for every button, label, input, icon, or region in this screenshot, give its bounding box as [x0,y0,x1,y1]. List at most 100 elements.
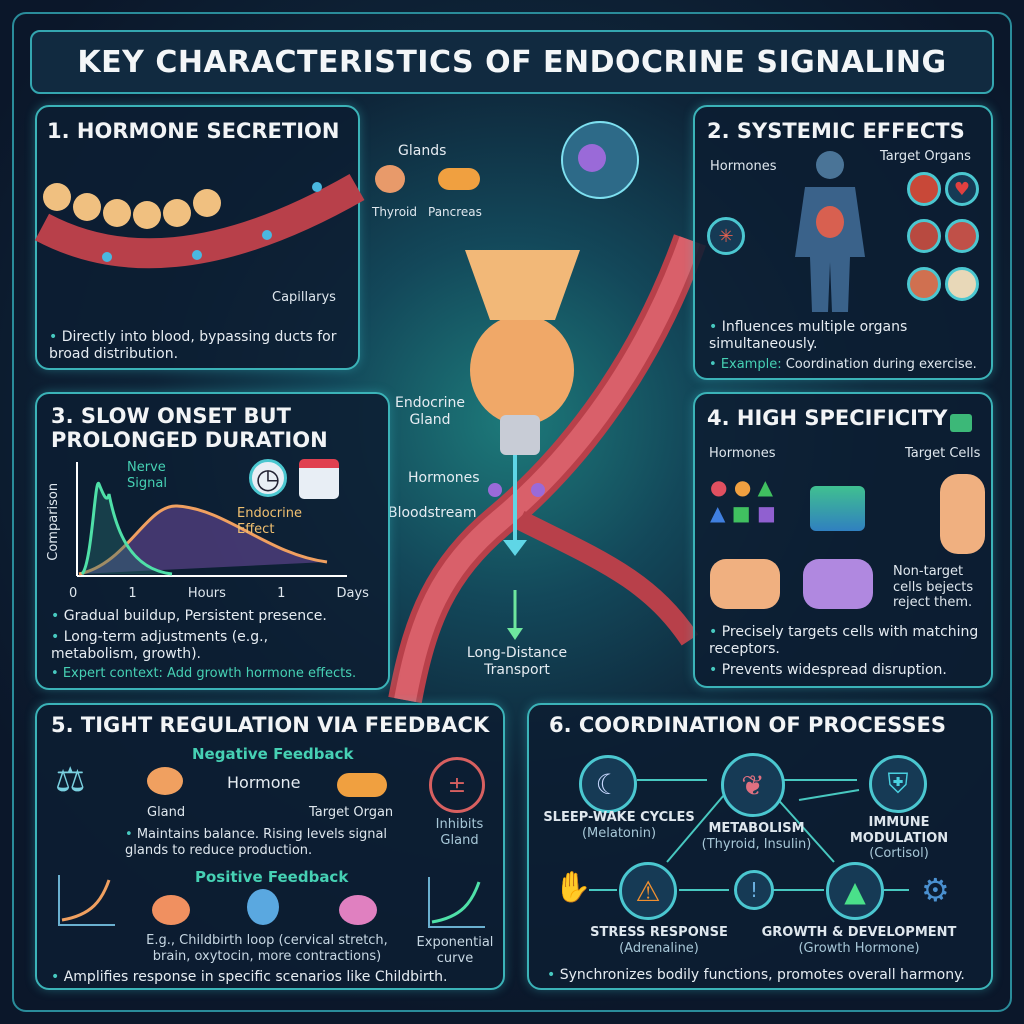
legend-nerve-signal: Nerve Signal [127,460,167,491]
lock-icon [950,414,972,432]
brain-icon [152,895,190,925]
panel-hormone-secretion: 1. HORMONE SECRETION Capillarys Directly… [34,105,365,370]
exponential-label: Exponential curve [416,935,494,966]
expert-context: Expert context: Add growth hormone effec… [51,666,356,682]
page-title: KEY CHARACTERISTICS OF ENDOCRINE SIGNALI… [30,30,994,94]
thyroid-metabolism-icon: ❦ [721,753,785,817]
glands-label: Glands [398,143,447,159]
hormones-label: Hormones [710,159,777,174]
hormone-shapes: ● ● ▲▲ ■ ■ [710,475,776,525]
panel-slow-onset: 3. SLOW ONSET BUT PROLONGED DURATION Com… [35,392,390,690]
bone-icon [945,267,979,301]
positive-feedback-label: Positive Feedback [195,868,349,886]
legend-endocrine-effect: Endocrine Effect [237,506,302,537]
hormone-label: Hormone [227,773,301,792]
node-growth: GROWTH & DEVELOPMENT(Growth Hormone) [761,925,957,956]
node-sleep: SLEEP-WAKE CYCLES(Melatonin) [543,810,695,841]
node-stress: STRESS RESPONSE(Adrenaline) [590,925,728,956]
exponential-curve-icon [428,877,485,928]
clock-icon: ◷ [249,459,287,497]
nontarget-cell-icon [803,559,873,609]
plus-minus-icon: ± [429,757,485,813]
cell-icon [710,559,780,609]
hormones-label: Hormones [709,446,776,461]
bullet: Influences multiple organs simultaneousl… [709,319,969,353]
tick: 1 [277,586,286,601]
nontarget-label: Non-target cells bejects reject them. [893,564,974,611]
thyroid-gland-icon [470,315,574,425]
padlock-icon [810,486,865,531]
node-metabolism: METABOLISM(Thyroid, Insulin) [701,821,812,852]
panel-coordination: 6. COORDINATION OF PROCESSES ☾ ❦ ⛨ ⚠ ! ▲… [527,703,993,990]
capillarys-label: Capillarys [272,290,336,305]
bloodstream-label: Bloodstream [388,505,477,521]
brain-icon [339,895,377,925]
panel-heading: 3. SLOW ONSET BUT PROLONGED DURATION [51,404,328,453]
outer-frame [12,12,1012,1012]
head-icon [247,889,279,925]
shield-icon: ⛨ [869,755,927,813]
y-axis-label: Comparison [46,482,62,561]
bullet: Synchronizes bodily functions, promotes … [547,967,965,984]
panel-feedback: 5. TIGHT REGULATION VIA FEEDBACK Negativ… [35,703,505,990]
inhibits-label: Inhibits Gland [435,817,484,848]
muscle-icon [907,219,941,253]
panel-heading: 6. COORDINATION OF PROCESSES [549,713,946,737]
tick: Hours [187,586,226,601]
balance-scale-icon: ⚖ [55,760,86,800]
panel-heading: 4. HIGH SPECIFICITY [707,406,948,430]
bullet: Gradual buildup, Persistent presence. [51,608,327,625]
coordination-arrows [589,779,909,891]
endocrine-gland-label: Endocrine Gland [395,395,465,428]
target-cells-label: Target Cells [905,446,981,461]
gland-label: Gland [147,805,186,820]
tick: 0 [69,586,78,601]
panel-heading: 1. HORMONE SECRETION [47,119,340,143]
bullet: Directly into blood, bypassing ducts for… [49,329,339,363]
growth-chart-icon: ▲ [826,862,884,920]
heart-icon: ♥ [945,172,979,206]
target-organ-label: Target Organ [309,805,394,820]
long-distance-label: Long-Distance Transport [466,645,568,678]
bullet: Amplifies response in specific scenarios… [51,969,448,986]
negative-feedback-label: Negative Feedback [192,745,354,763]
target-organs-label: Target Organs [880,149,971,164]
vessel-branch [515,511,699,646]
bullet: Precisely targets cells with matching re… [709,624,979,658]
node-immune: IMMUNE MODULATION(Cortisol) [849,815,949,862]
endocrine-effect-curve [78,504,328,576]
onset-duration-chart [76,462,347,577]
x-axis-ticks: 0 1 Hours 1 Days [69,586,369,602]
calendar-icon [299,459,339,499]
hormones-label: Hormones [408,470,480,486]
bullet: Prevents widespread disruption. [709,662,947,679]
arrow-down-icon [503,540,527,556]
pancreas-label: Pancreas [428,205,482,219]
organ-icon [907,172,941,206]
human-body-icon [795,151,865,312]
panel-heading: 2. SYSTEMIC EFFECTS [707,119,965,143]
kidney-icon [945,219,979,253]
panel-heading: 5. TIGHT REGULATION VIA FEEDBACK [51,713,490,737]
bullet: Maintains balance. Rising levels signal … [125,827,395,858]
warning-icon: ⚠ [619,862,677,920]
stomach-icon [907,267,941,301]
panel-systemic-effects: 2. SYSTEMIC EFFECTS Hormones Target Orga… [693,105,993,380]
bullet: Long-term adjustments (e.g., metabolism,… [51,629,331,663]
thyroid-icon [375,165,405,193]
nerve-cell-icon: ✳ [707,217,745,255]
gear-icon: ⚙ [921,871,950,909]
thyroid-icon [147,767,183,795]
target-cell-icon [940,474,985,554]
pancreas-icon [337,773,387,797]
childbirth-example: E.g., Childbirth loop (cervical stretch,… [146,933,388,964]
panel-high-specificity: 4. HIGH SPECIFICITY Hormones Target Cell… [693,392,993,688]
nerve-signal-curve [80,482,173,576]
alert-hub-icon: ! [734,870,774,910]
pancreas-icon [438,168,480,190]
sleep-moon-icon: ☾ [579,755,637,813]
thyroid-label: Thyroid [372,205,417,219]
tick: Days [336,586,369,601]
larynx-icon [465,250,580,320]
